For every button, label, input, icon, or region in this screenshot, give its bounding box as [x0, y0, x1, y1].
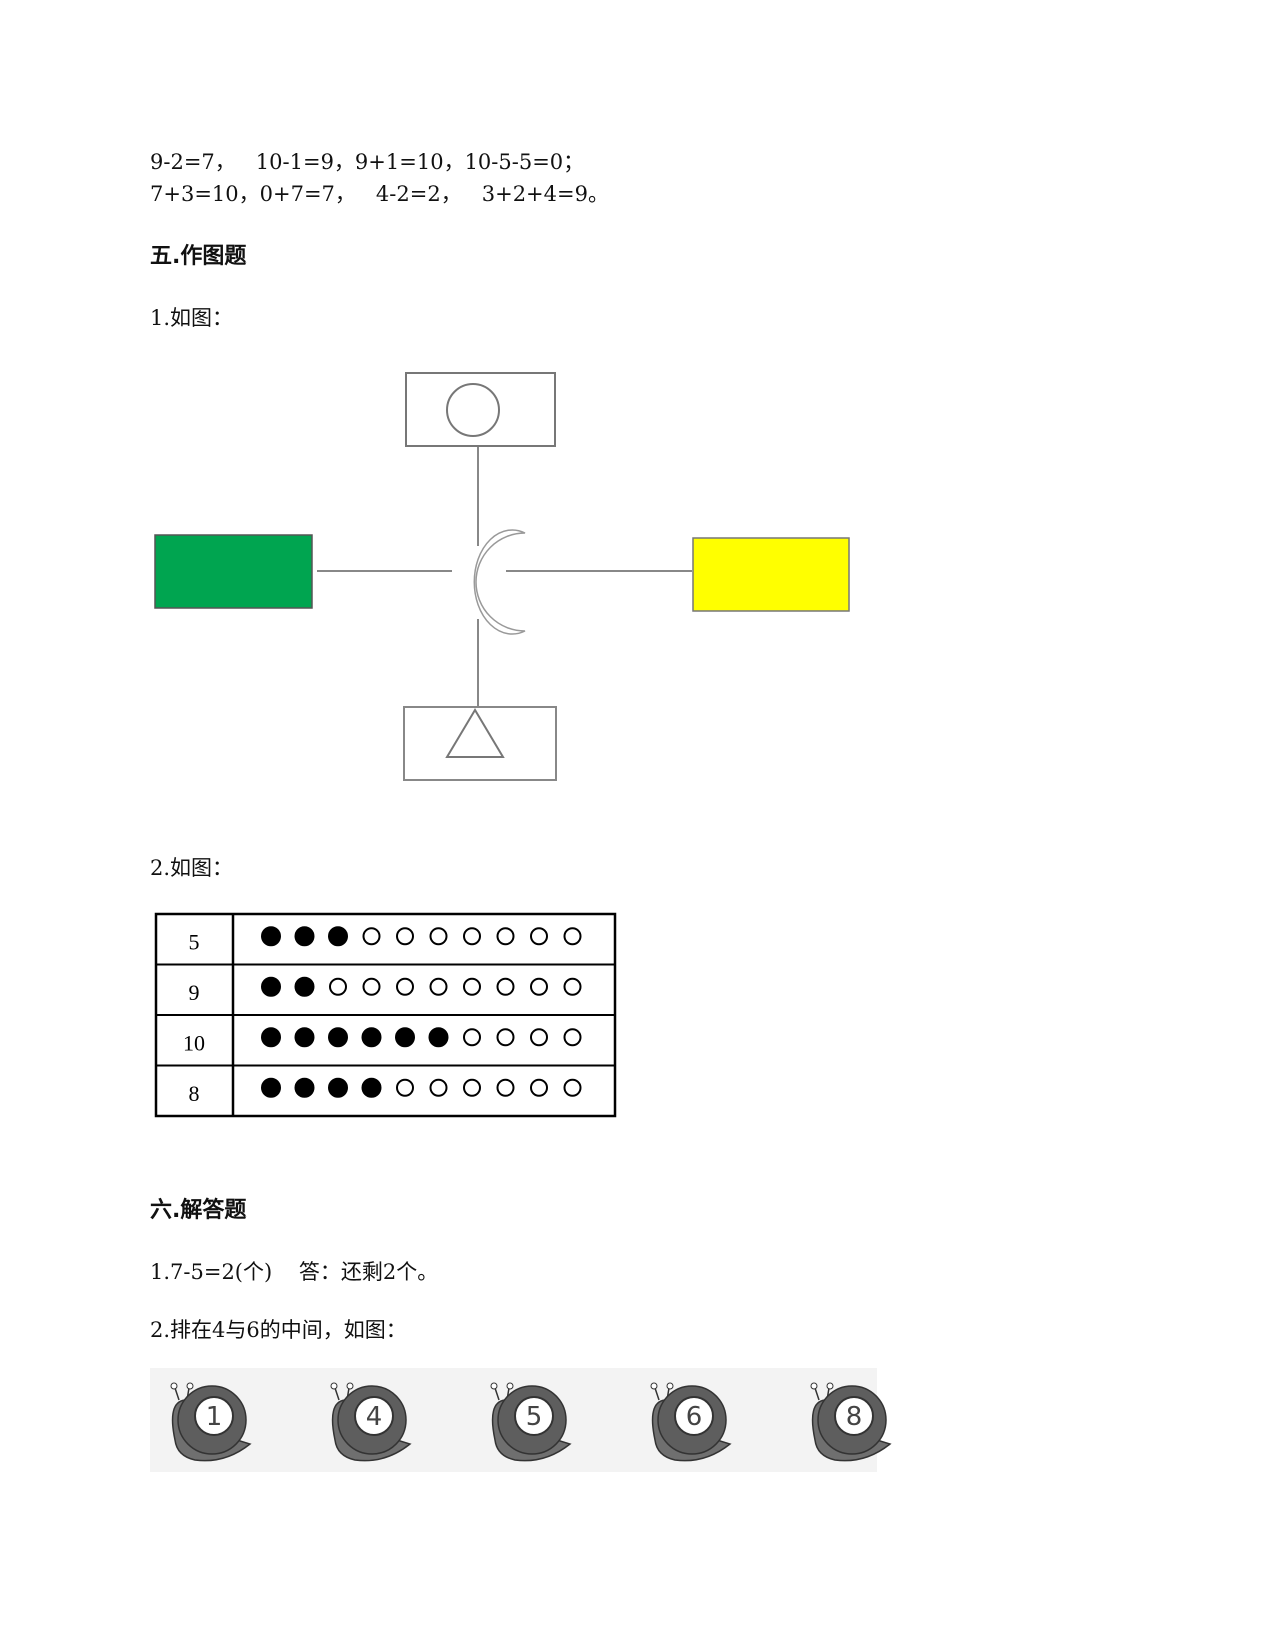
- filled-dot: [328, 1027, 348, 1048]
- filled-dot: [328, 926, 348, 947]
- solution-1: 1.7-5=2(个) 答：还剩2个。: [150, 1260, 439, 1284]
- filled-dot: [361, 1077, 382, 1098]
- empty-dot: [362, 977, 381, 996]
- snail-icon: [490, 1382, 572, 1462]
- snail-strip-background: [150, 1368, 877, 1472]
- filled-dot: [395, 1027, 415, 1048]
- empty-dot: [429, 927, 448, 946]
- filled-dot: [294, 1027, 315, 1048]
- filled-dot: [294, 926, 315, 947]
- filled-dot: [328, 1077, 348, 1098]
- snail-number: 6: [686, 1402, 703, 1432]
- empty-dot: [329, 977, 347, 996]
- solution-2: 2.排在4与6的中间，如图：: [150, 1318, 407, 1342]
- empty-dot: [496, 977, 515, 996]
- empty-dot: [429, 1078, 448, 1097]
- filled-dot: [361, 1027, 382, 1048]
- snail-icon: [650, 1382, 732, 1462]
- section-5-title: 五.作图题: [150, 244, 247, 269]
- empty-dot: [396, 1078, 414, 1097]
- filled-dot: [261, 1077, 281, 1098]
- empty-dot: [496, 1078, 515, 1097]
- empty-dot: [463, 1028, 481, 1047]
- row-number: 9: [189, 980, 200, 1005]
- empty-dot: [530, 977, 548, 996]
- empty-dot: [563, 927, 582, 946]
- row-number: 5: [189, 929, 200, 954]
- empty-dot: [429, 977, 448, 996]
- answer-line-2: 7+3=10，0+7=7， 4-2=2， 3+2+4=9。: [150, 182, 609, 206]
- table-frame: [154, 912, 617, 1118]
- empty-dot: [463, 1078, 481, 1097]
- empty-dot: [496, 927, 515, 946]
- row-number: 10: [183, 1030, 205, 1055]
- crescent-moon-shape: [473, 529, 526, 635]
- empty-dot: [463, 927, 481, 946]
- empty-dot: [396, 977, 414, 996]
- filled-dot: [428, 1027, 449, 1048]
- empty-dot: [530, 1078, 548, 1097]
- empty-dot: [563, 1078, 582, 1097]
- empty-dot: [563, 1028, 582, 1047]
- filled-dot: [261, 976, 281, 997]
- snail-number: 8: [846, 1402, 863, 1432]
- green-rectangle: [154, 534, 313, 609]
- question-1-label: 1.如图：: [150, 306, 234, 330]
- filled-dot: [294, 1077, 315, 1098]
- empty-dot: [463, 977, 481, 996]
- empty-dot: [530, 1028, 548, 1047]
- row-number: 8: [189, 1081, 200, 1106]
- section-6-title: 六.解答题: [150, 1198, 247, 1223]
- yellow-rectangle: [692, 537, 850, 612]
- snail-icon: [810, 1382, 892, 1462]
- filled-dot: [261, 926, 281, 947]
- empty-dot: [362, 927, 381, 946]
- empty-dot: [496, 1028, 515, 1047]
- snail-icon: [170, 1382, 252, 1462]
- filled-dot: [261, 1027, 281, 1048]
- question-2-label: 2.如图：: [150, 856, 234, 880]
- snail-number: 4: [366, 1402, 383, 1432]
- filled-dot: [294, 976, 315, 997]
- empty-dot: [530, 927, 548, 946]
- empty-dot: [563, 977, 582, 996]
- snail-number: 5: [526, 1402, 543, 1432]
- snail-icon: [330, 1382, 412, 1462]
- position-diagram: [154, 372, 850, 781]
- triangle-shape: [445, 708, 505, 758]
- circle-shape: [446, 383, 500, 437]
- empty-dot: [396, 927, 414, 946]
- answer-line-1: 9-2=7， 10-1=9，9+1=10，10-5-5=0；: [150, 150, 585, 174]
- snail-number: 1: [206, 1402, 223, 1432]
